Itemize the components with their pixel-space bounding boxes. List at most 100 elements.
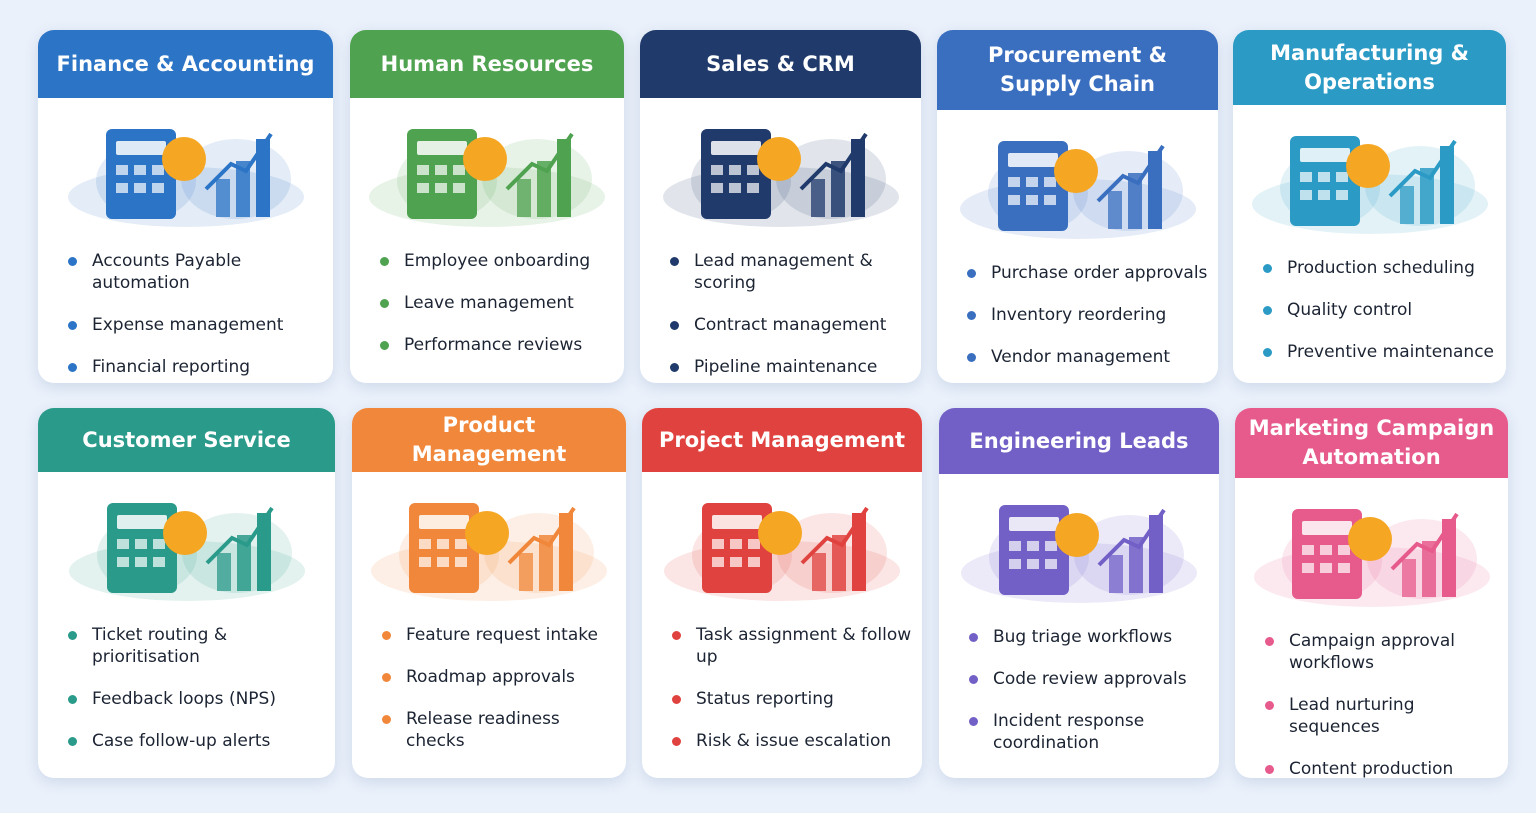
list-item: Content production tracking (1265, 758, 1498, 778)
list-item-label: Case follow-up alerts (92, 731, 271, 751)
bullet-icon (1265, 637, 1274, 646)
card-title: Engineering Leads (939, 408, 1219, 474)
list-item-label: Ticket routing & prioritisation (92, 625, 228, 667)
card-title: Human Resources (350, 30, 624, 98)
bullet-icon (969, 675, 978, 684)
list-item-label: Task assignment & follow up (696, 625, 912, 667)
list-item: Expense management (68, 314, 323, 336)
checklist-boxes-icon (959, 141, 1196, 239)
bullet-icon (1263, 264, 1272, 273)
bullet-icon (380, 299, 389, 308)
list-item: Campaign approval workflows (1265, 630, 1498, 674)
list-item: Inventory reordering (967, 304, 1208, 326)
list-item-label: Accounts Payable automation (92, 251, 242, 293)
card-illustration (1233, 113, 1506, 239)
bullet-icon (670, 257, 679, 266)
list-item-label: Contract management (694, 315, 887, 335)
list-item: Contract management (670, 314, 911, 336)
list-item: Employee onboarding (380, 250, 614, 272)
bullet-icon (1263, 306, 1272, 315)
card-finance-accounting: Finance & Accounting Accounts Payable au… (38, 30, 333, 383)
bullet-icon (68, 363, 77, 372)
list-item: Vendor management (967, 346, 1208, 368)
list-item-label: Code review approvals (993, 669, 1187, 689)
list-item: Risk & issue escalation (672, 730, 912, 752)
list-item-label: Feature request intake (406, 625, 598, 645)
list-item-label: Lead nurturing sequences (1289, 695, 1415, 737)
bullet-icon (967, 311, 976, 320)
list-item-label: Quality control (1287, 300, 1413, 320)
list-item: Performance reviews (380, 334, 614, 356)
card-title: Marketing Campaign Automation (1235, 408, 1508, 478)
list-item-label: Roadmap approvals (406, 667, 575, 687)
card-title: Project Management (642, 408, 922, 472)
card-illustration (38, 480, 335, 606)
list-item-label: Employee onboarding (404, 251, 591, 271)
card-illustration (939, 482, 1219, 608)
list-item-label: Incident response coordination (993, 711, 1145, 753)
card-project-management: Project Management Task assignment & fol… (642, 408, 922, 778)
list-item: Accounts Payable automation (68, 250, 323, 294)
bullet-icon (969, 633, 978, 642)
list-item-label: Status reporting (696, 689, 834, 709)
bullet-icon (380, 341, 389, 350)
bullet-icon (382, 673, 391, 682)
list-item-label: Bug triage workflows (993, 627, 1173, 647)
list-item-label: Preventive maintenance (1287, 342, 1495, 362)
list-item: Quality control (1263, 299, 1496, 321)
bug-monitor-code-icon (961, 505, 1197, 603)
card-illustration (937, 118, 1218, 244)
list-item-label: Release readiness checks (406, 709, 560, 751)
list-item: Roadmap approvals (382, 666, 616, 688)
list-item: Feedback loops (NPS) (68, 688, 325, 710)
calculator-dollar-chart-icon (67, 129, 304, 227)
bullet-icon (68, 737, 77, 746)
list-item: Case follow-up alerts (68, 730, 325, 752)
bullet-icon (670, 363, 679, 372)
list-item: Status reporting (672, 688, 912, 710)
list-item-label: Lead management & scoring (694, 251, 873, 293)
card-illustration (642, 480, 922, 606)
card-customer-service: Customer Service Ticket routing & priori… (38, 408, 335, 778)
clipboard-person-icon (369, 129, 605, 227)
list-item: Pipeline maintenance (670, 356, 911, 378)
bullet-icon (68, 695, 77, 704)
list-item-label: Leave management (404, 293, 574, 313)
card-illustration (640, 106, 921, 232)
bullet-icon (969, 717, 978, 726)
bullet-icon (68, 321, 77, 330)
bullet-icon (672, 631, 681, 640)
list-item-label: Pipeline maintenance (694, 357, 878, 377)
card-title: Sales & CRM (640, 30, 921, 98)
lightbulb-gear-roadmap-icon (371, 503, 607, 601)
list-item: Code review approvals (969, 668, 1209, 690)
bullet-icon (672, 695, 681, 704)
list-item-label: Vendor management (991, 347, 1171, 367)
list-item-label: Financial reporting (92, 357, 251, 377)
handshake-chart-icon (662, 129, 899, 227)
card-manufacturing-operations: Manufacturing & Operations Production sc… (1233, 30, 1506, 383)
list-item: Bug triage workflows (969, 626, 1209, 648)
megaphone-video-chart-icon (1253, 509, 1490, 607)
card-title: Customer Service (38, 408, 335, 472)
card-title: Product Management (352, 408, 626, 472)
list-item-label: Inventory reordering (991, 305, 1167, 325)
bullet-icon (68, 631, 77, 640)
card-product-management: Product Management Feature request intak… (352, 408, 626, 778)
checklist-gantt-icon (664, 503, 900, 601)
list-item: Incident response coordination (969, 710, 1209, 754)
card-title: Manufacturing & Operations (1233, 30, 1506, 105)
list-item: Release readiness checks (382, 708, 616, 752)
bullet-icon (1263, 348, 1272, 357)
use-case-list: Task assignment & follow up Status report… (642, 624, 922, 752)
card-illustration (38, 106, 333, 232)
list-item-label: Performance reviews (404, 335, 583, 355)
list-item-label: Risk & issue escalation (696, 731, 892, 751)
